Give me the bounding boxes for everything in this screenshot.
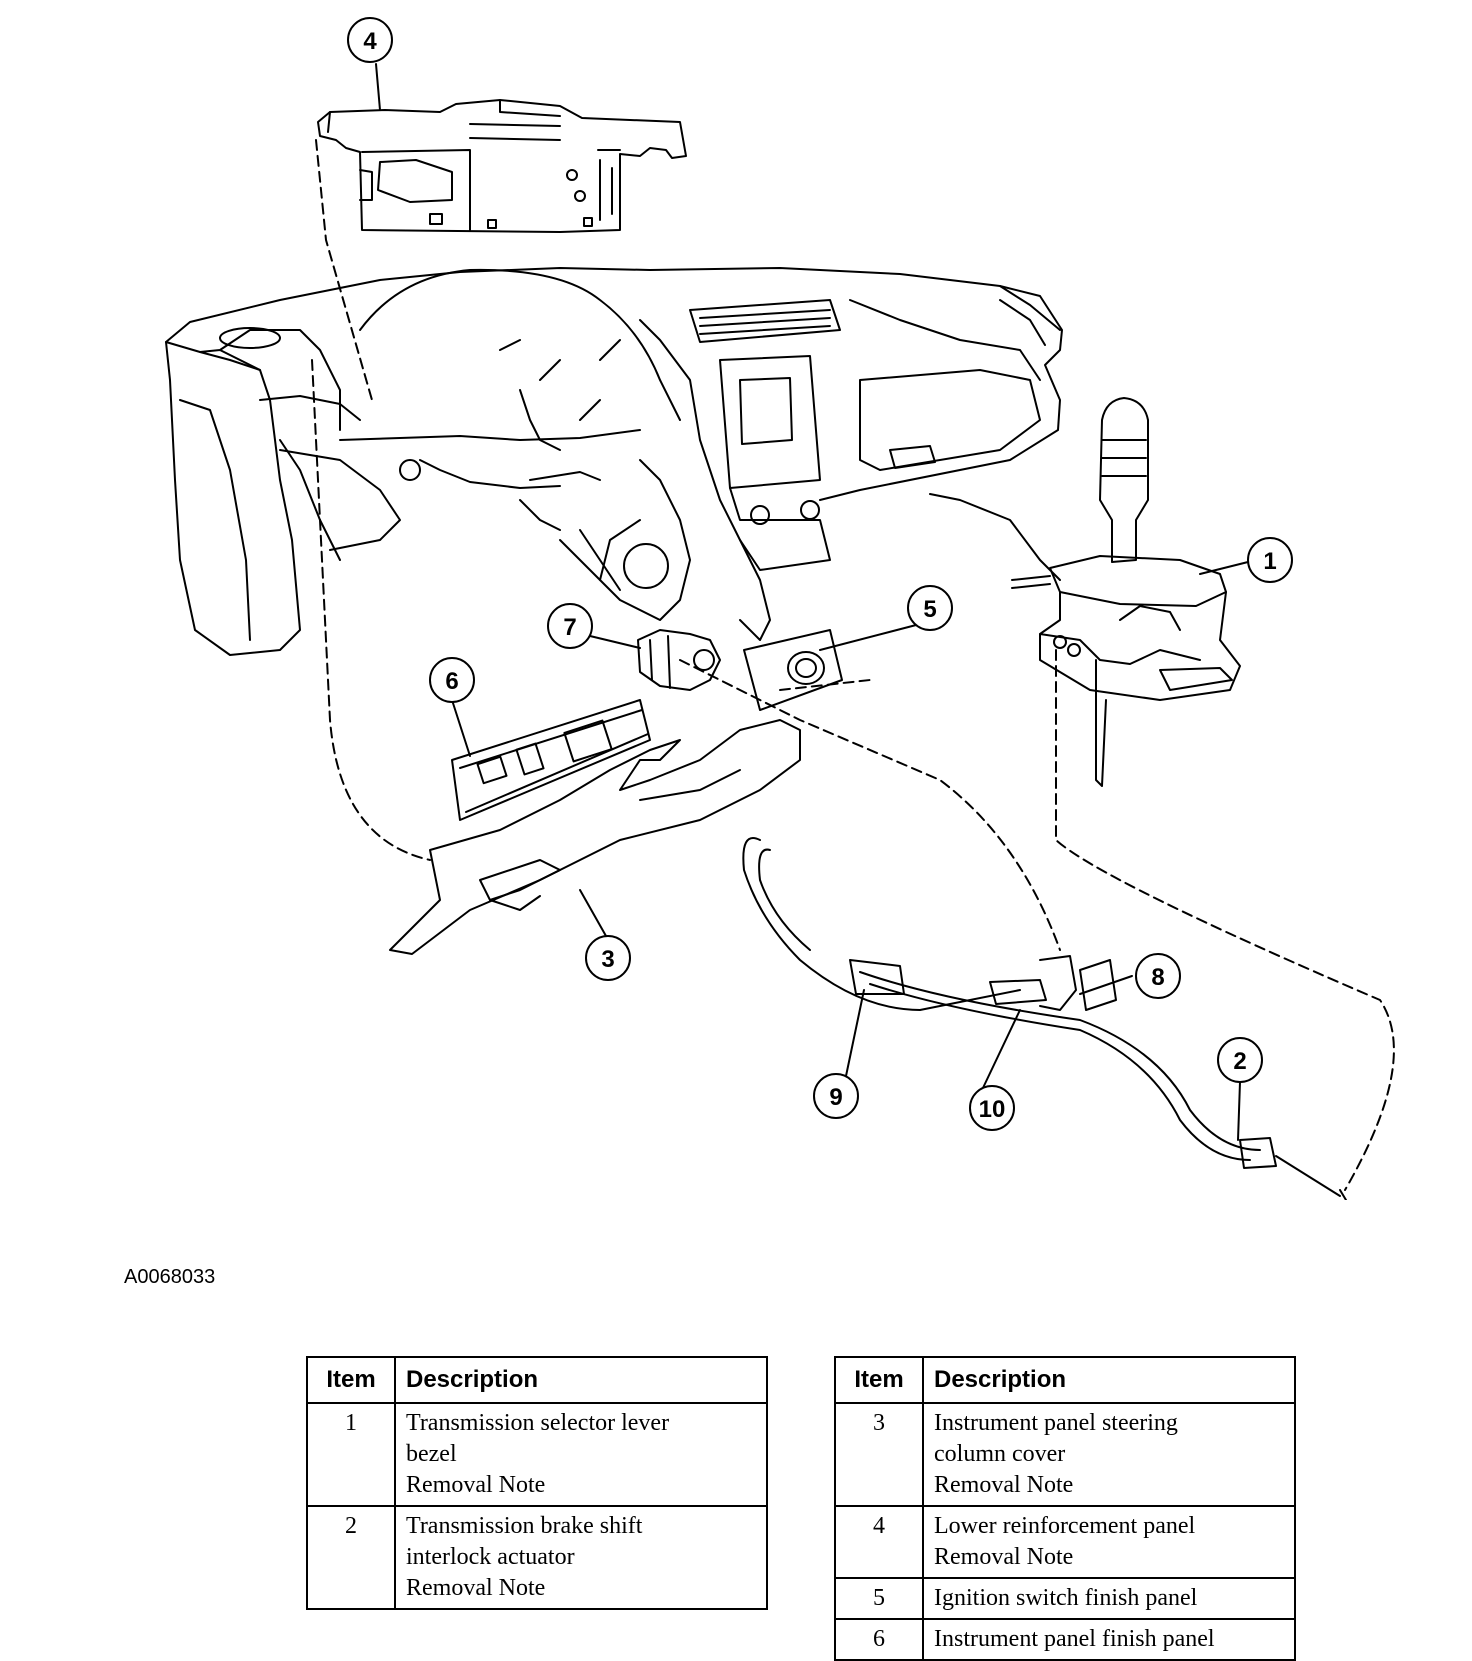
item-number: 6 — [834, 1618, 924, 1661]
table-row: 4 Lower reinforcement panel Removal Note — [834, 1505, 1296, 1579]
selector-lever-bezel-drawing — [1011, 397, 1241, 787]
item-description: Transmission selector lever bezel Remova… — [394, 1402, 768, 1507]
legend-header-row: Item Description — [834, 1356, 1296, 1404]
callout-2-label: 2 — [1233, 1048, 1246, 1075]
table-row: 5 Ignition switch finish panel — [834, 1577, 1296, 1620]
callout-7: 7 — [547, 603, 593, 649]
item-description: Ignition switch finish panel — [922, 1577, 1296, 1620]
description-column-header: Description — [922, 1356, 1296, 1404]
dashed-leader-lines — [311, 139, 1395, 1191]
item-number: 2 — [306, 1505, 396, 1610]
legend-table-right: Item Description 3 Instrument panel stee… — [834, 1356, 1296, 1661]
callout-3: 3 — [585, 935, 631, 981]
description-line: Instrument panel steering — [934, 1410, 1178, 1436]
description-line: interlock actuator — [406, 1544, 575, 1570]
callout-1: 1 — [1247, 537, 1293, 583]
item-description: Instrument panel finish panel — [922, 1618, 1296, 1661]
ignition-switch-drawing — [637, 629, 721, 691]
callout-5: 5 — [907, 585, 953, 631]
table-row: 6 Instrument panel finish panel — [834, 1618, 1296, 1661]
table-row: 3 Instrument panel steering column cover… — [834, 1402, 1296, 1507]
item-number: 5 — [834, 1577, 924, 1620]
description-line: Instrument panel finish panel — [934, 1626, 1215, 1652]
callout-10: 10 — [969, 1085, 1015, 1131]
item-description: Transmission brake shift interlock actua… — [394, 1505, 768, 1610]
callout-8: 8 — [1135, 953, 1181, 999]
description-line: bezel — [406, 1441, 457, 1467]
instrument-finish-panel-drawing — [451, 699, 651, 821]
description-line: Transmission brake shift — [406, 1513, 643, 1539]
description-line: Ignition switch finish panel — [934, 1585, 1198, 1611]
item-column-header: Item — [834, 1356, 924, 1404]
item-description: Lower reinforcement panel Removal Note — [922, 1505, 1296, 1579]
callout-8-label: 8 — [1151, 964, 1164, 991]
callout-3-label: 3 — [601, 946, 614, 973]
callout-5-label: 5 — [923, 596, 936, 623]
item-number: 4 — [834, 1505, 924, 1579]
item-description: Instrument panel steering column cover R… — [922, 1402, 1296, 1507]
description-line: column cover — [934, 1441, 1066, 1467]
item-column-header: Item — [306, 1356, 396, 1404]
callout-6: 6 — [429, 657, 475, 703]
table-row: 1 Transmission selector lever bezel Remo… — [306, 1402, 768, 1507]
lower-reinforcement-panel-drawing — [317, 99, 687, 233]
description-column-header: Description — [394, 1356, 768, 1404]
legend-table-left: Item Description 1 Transmission selector… — [306, 1356, 768, 1610]
callout-4-label: 4 — [363, 28, 377, 55]
steering-column-cover-drawing — [389, 719, 801, 955]
callout-leader-lines — [375, 63, 1249, 1141]
callout-10-label: 10 — [979, 1096, 1006, 1123]
exploded-view-diagram: 1 2 3 4 5 6 7 8 — [165, 17, 1395, 1200]
callout-1-label: 1 — [1263, 548, 1276, 575]
removal-note: Removal Note — [934, 1472, 1074, 1498]
removal-note: Removal Note — [934, 1544, 1074, 1570]
item-number: 3 — [834, 1402, 924, 1507]
removal-note: Removal Note — [406, 1575, 546, 1601]
instrument-panel-drawing — [165, 267, 1063, 656]
legend-header-row: Item Description — [306, 1356, 768, 1404]
callout-9: 9 — [813, 1073, 859, 1119]
callout-6-label: 6 — [445, 668, 458, 695]
ignition-finish-panel-drawing — [743, 629, 843, 711]
callout-4: 4 — [347, 17, 393, 63]
removal-note: Removal Note — [406, 1472, 546, 1498]
table-row: 2 Transmission brake shift interlock act… — [306, 1505, 768, 1610]
figure-id: A0068033 — [124, 1266, 216, 1288]
callout-2: 2 — [1217, 1037, 1263, 1083]
callout-7-label: 7 — [563, 614, 576, 641]
item-number: 1 — [306, 1402, 396, 1507]
shift-interlock-cable-drawing — [742, 837, 1347, 1200]
description-line: Transmission selector lever — [406, 1410, 670, 1436]
description-line: Lower reinforcement panel — [934, 1513, 1196, 1539]
callout-9-label: 9 — [829, 1084, 842, 1111]
